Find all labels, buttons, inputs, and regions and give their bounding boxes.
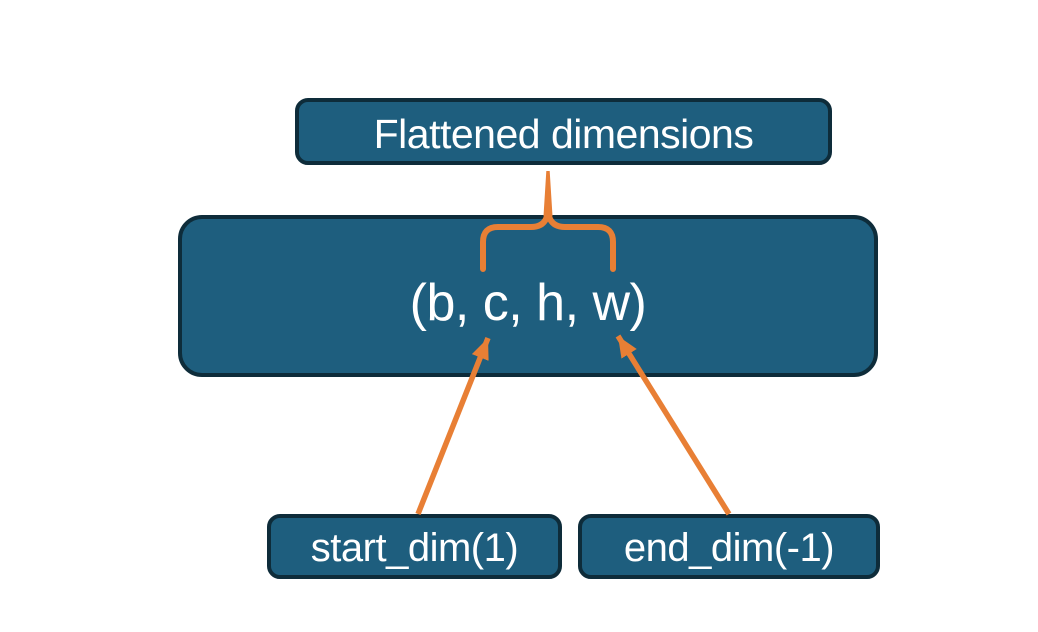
- node-end-dim: end_dim(-1): [578, 514, 880, 579]
- tensor-shape-label: (b, c, h, w): [409, 274, 647, 332]
- flattened-dimensions-label: Flattened dimensions: [373, 111, 754, 157]
- start-dim-label: start_dim(1): [310, 526, 519, 570]
- brace-stem-icon: [543, 171, 553, 216]
- node-start-dim: start_dim(1): [267, 514, 562, 579]
- node-tensor-shape: (b, c, h, w): [178, 215, 878, 377]
- node-flattened-dimensions: Flattened dimensions: [295, 98, 832, 165]
- end-dim-label: end_dim(-1): [623, 526, 835, 570]
